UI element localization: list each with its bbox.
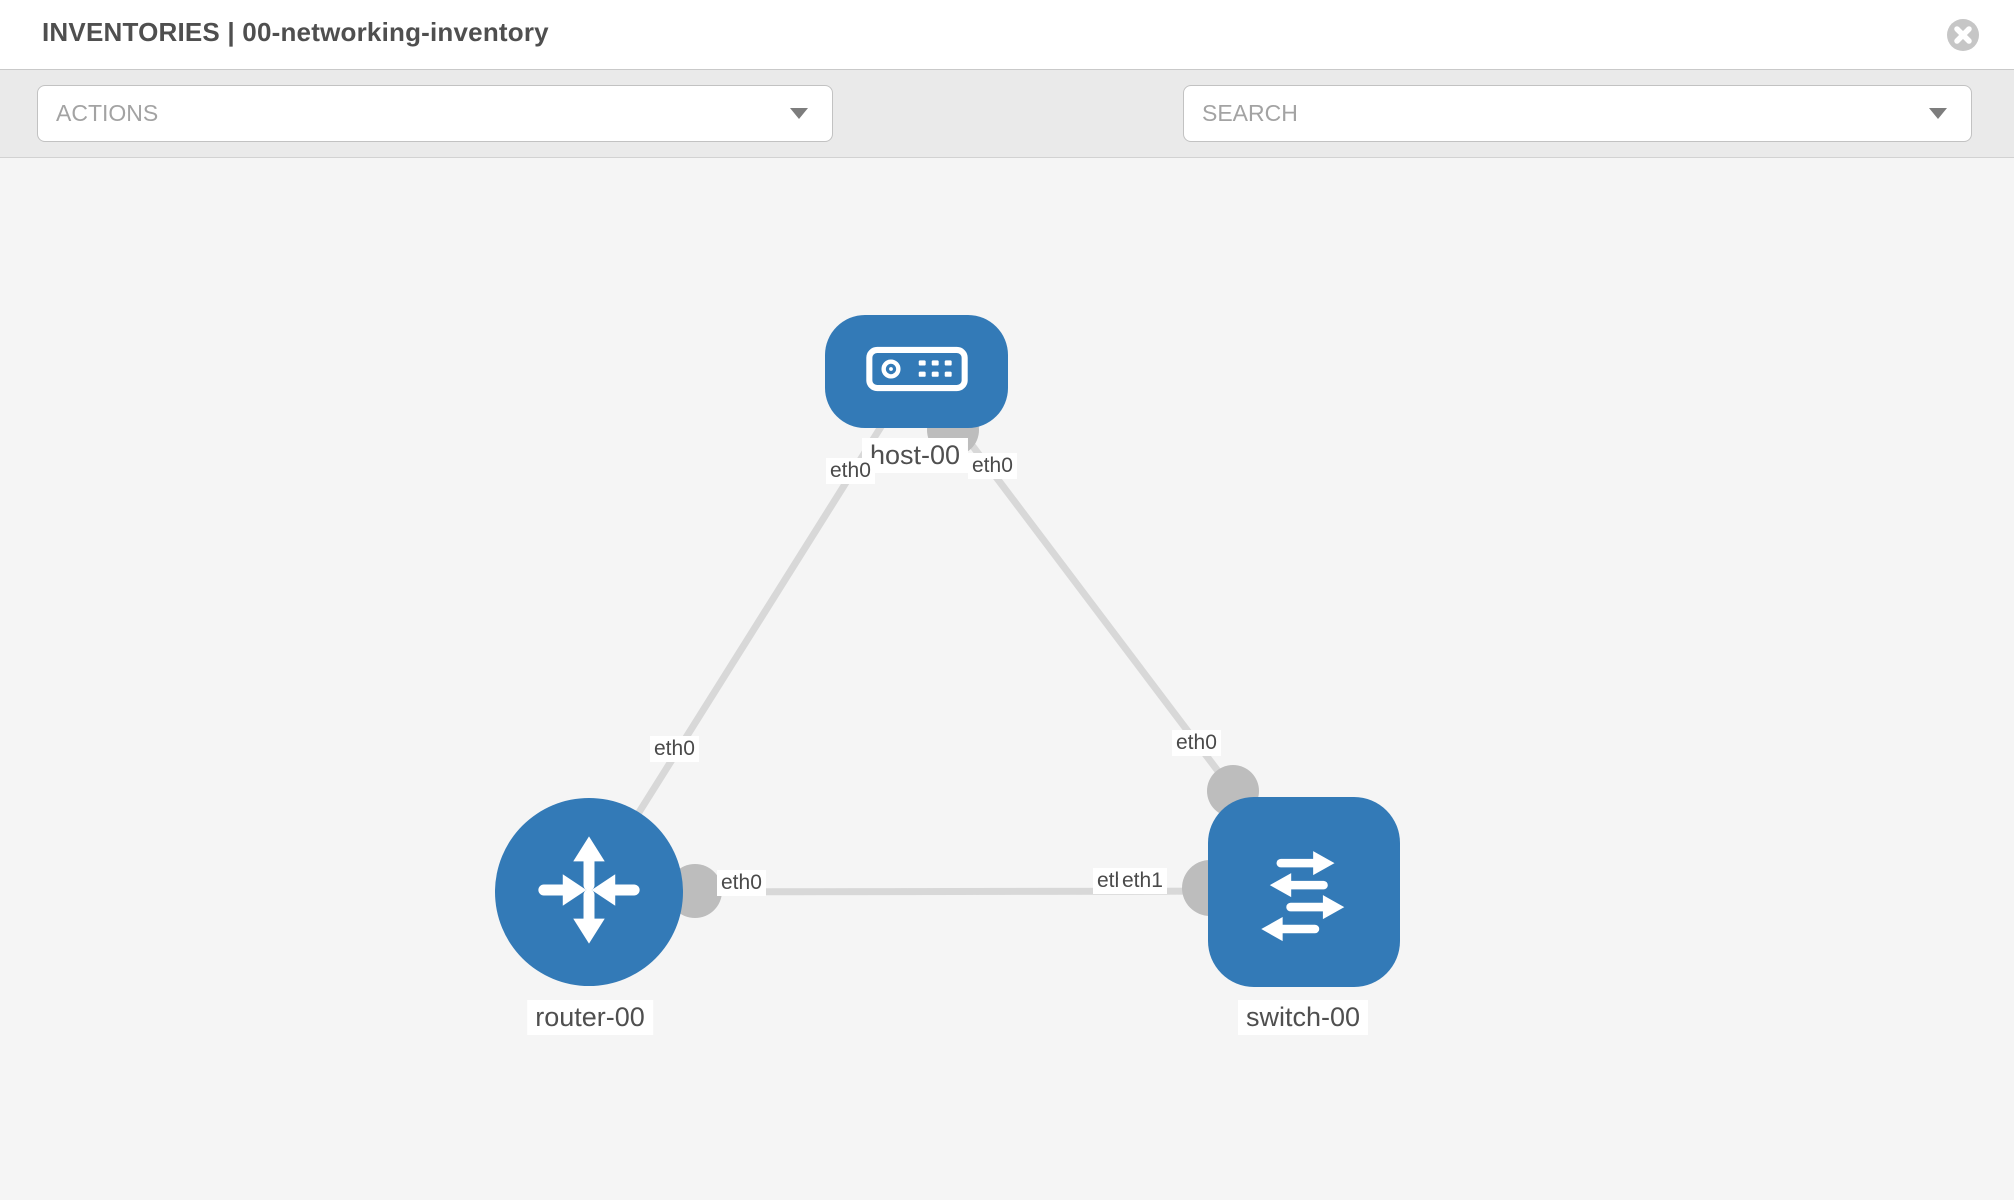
switch-icon [1243, 829, 1365, 956]
iface-label-router-eth0-link: eth0 [717, 870, 766, 896]
iface-label-host-eth0-right: eth0 [968, 453, 1017, 479]
actions-dropdown-label: ACTIONS [56, 100, 159, 126]
chevron-down-icon [790, 108, 808, 119]
link-host-router[interactable] [586, 369, 919, 894]
search-dropdown[interactable]: SEARCH [1183, 85, 1972, 142]
node-label-router: router-00 [527, 1000, 653, 1035]
node-switch-00[interactable] [1208, 797, 1400, 987]
iface-label-switch-eth0-top: eth0 [1172, 730, 1221, 756]
actions-dropdown[interactable]: ACTIONS [37, 85, 833, 142]
page-title: INVENTORIES | 00-networking-inventory [42, 17, 549, 47]
node-label-host: host-00 [861, 438, 969, 473]
close-button[interactable] [1946, 18, 1980, 52]
node-host-00[interactable] [825, 315, 1008, 428]
node-label-switch: switch-00 [1237, 1000, 1369, 1035]
iface-label-switch-eth1: eth1 [1118, 868, 1167, 894]
chevron-down-icon [1929, 108, 1947, 119]
topology-canvas[interactable]: host-00 router-00 switch-00 eth0 eth0 et… [0, 158, 2014, 1200]
search-dropdown-label: SEARCH [1202, 100, 1298, 126]
topology-toolbar: ACTIONS [0, 70, 2014, 202]
close-icon [1946, 19, 1980, 55]
host-icon [865, 342, 969, 401]
page-header: INVENTORIES | 00-networking-inventory [0, 0, 2014, 70]
iface-label-host-eth0-left: eth0 [826, 458, 875, 484]
router-icon [528, 829, 650, 956]
node-router-00[interactable] [495, 798, 683, 986]
iface-label-router-eth0-top: eth0 [650, 736, 699, 762]
links-layer [586, 368, 1305, 918]
